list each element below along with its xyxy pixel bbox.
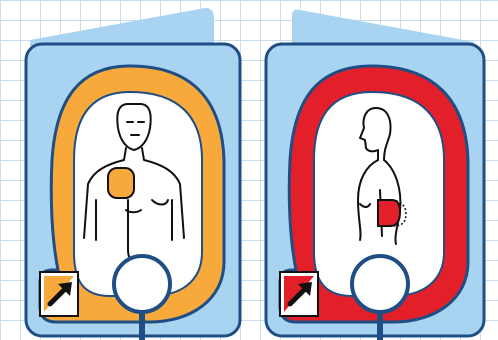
pad-card-side — [266, 10, 484, 340]
card-sleeve-front — [30, 8, 214, 46]
peel-tab-side — [280, 272, 318, 316]
electrode-side-marker — [378, 200, 400, 226]
connector-ring-front — [114, 256, 170, 312]
peel-tab-front — [40, 272, 78, 316]
electrode-front-marker — [108, 168, 134, 198]
connector-ring-side — [352, 256, 408, 312]
pad-card-front — [26, 8, 240, 340]
